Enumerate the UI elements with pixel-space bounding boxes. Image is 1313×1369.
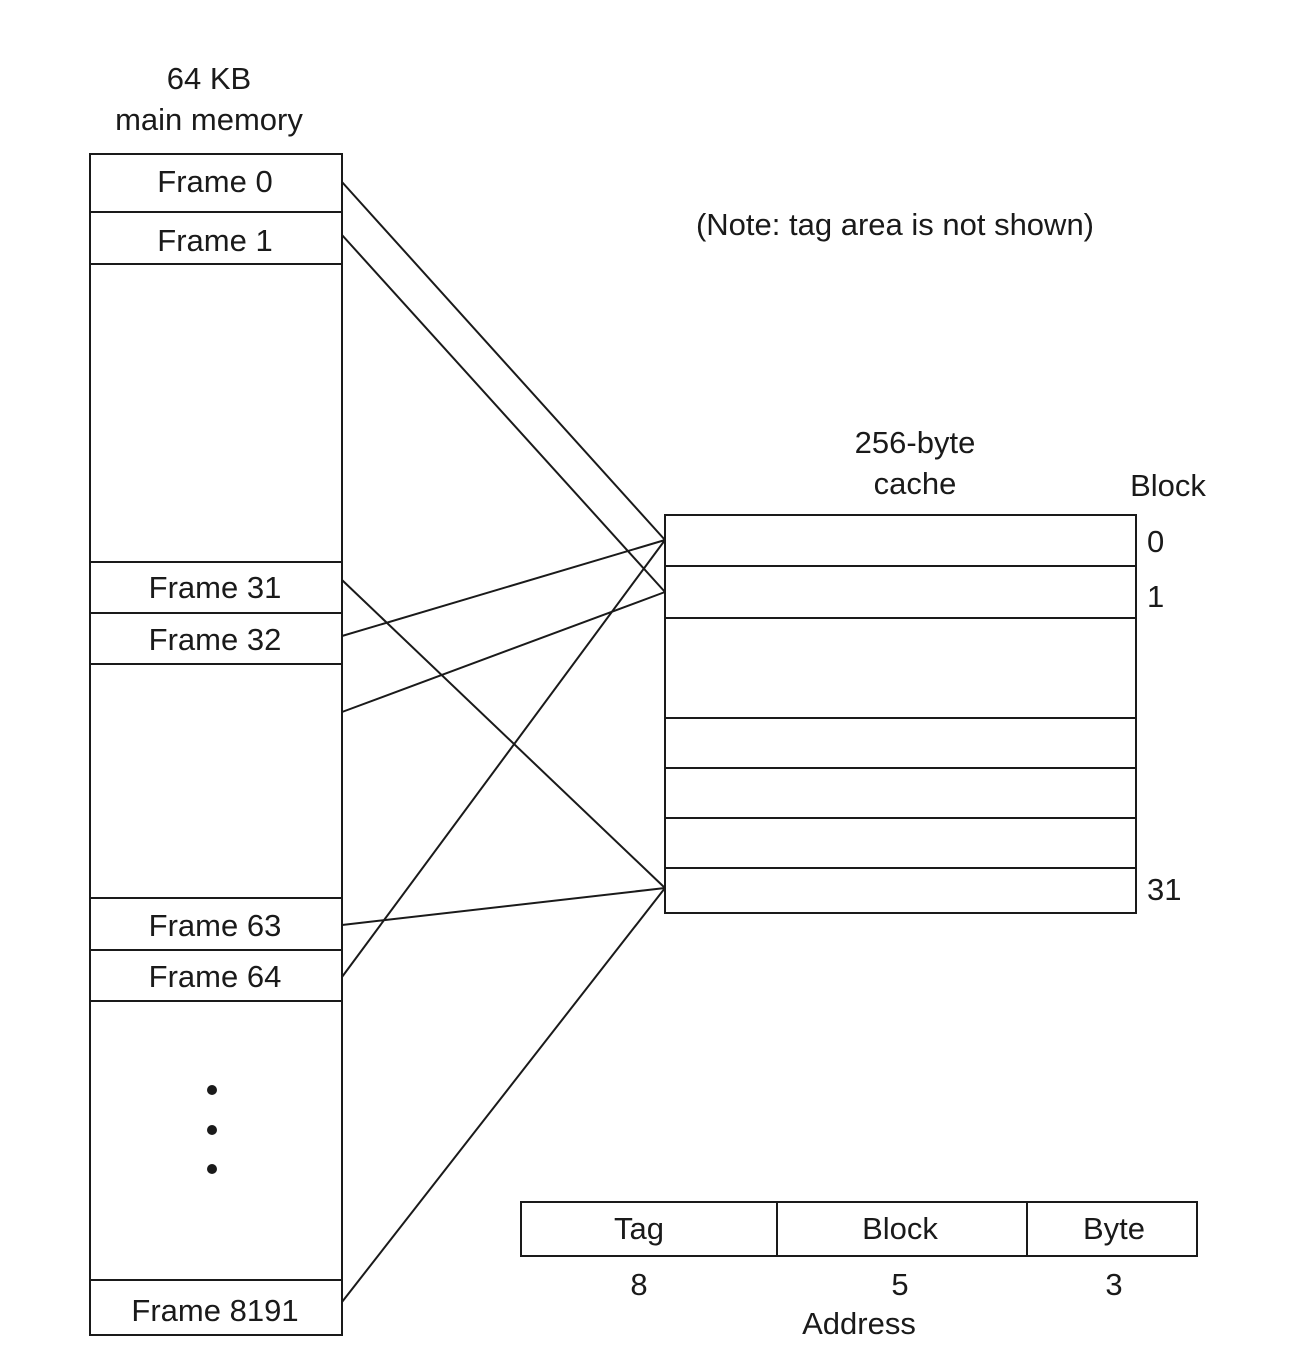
frame-label-63: Frame 63: [149, 908, 282, 943]
mapping-line-frame33-block1: [341, 591, 666, 713]
note-text: (Note: tag area is not shown): [696, 207, 1094, 242]
frame-label-0: Frame 0: [157, 164, 272, 199]
ellipsis-dot: [207, 1125, 217, 1135]
ellipsis-dot: [207, 1164, 217, 1174]
memory-title-label: main memory: [115, 102, 303, 137]
block-number-1: 1: [1147, 579, 1164, 614]
frame-label-8191: Frame 8191: [131, 1293, 298, 1328]
mapping-line-frame0-block0: [341, 181, 666, 541]
mapping-line-frame63-block31: [341, 887, 666, 926]
mapping-line-frame31-block31: [341, 579, 666, 889]
block-column-header: Block: [1130, 468, 1206, 503]
frame-label-64: Frame 64: [149, 959, 282, 994]
address-field-byte: Byte: [1083, 1211, 1145, 1246]
mapping-line-frame8191-block31: [341, 887, 666, 1303]
mapping-line-frame32-block0: [341, 539, 666, 637]
address-bits-block: 5: [891, 1267, 908, 1302]
address-format-box: [520, 1201, 1198, 1257]
cache-title-size: 256-byte: [855, 425, 976, 460]
block-number-0: 0: [1147, 524, 1164, 559]
main-memory-box: [89, 153, 343, 1336]
block-number-31: 31: [1147, 872, 1181, 907]
mapping-line-frame1-block1: [341, 234, 666, 593]
cache-title-label: cache: [874, 466, 957, 501]
address-field-block: Block: [862, 1211, 938, 1246]
frame-label-31: Frame 31: [149, 570, 282, 605]
frame-label-1: Frame 1: [157, 223, 272, 258]
address-bits-byte: 3: [1105, 1267, 1122, 1302]
memory-title-size: 64 KB: [167, 61, 251, 96]
ellipsis-dot: [207, 1085, 217, 1095]
address-field-tag: Tag: [614, 1211, 664, 1246]
cache-box: [664, 514, 1137, 914]
frame-label-32: Frame 32: [149, 622, 282, 657]
address-caption: Address: [802, 1306, 916, 1341]
address-bits-tag: 8: [630, 1267, 647, 1302]
mapping-line-frame64-block0: [341, 539, 666, 978]
